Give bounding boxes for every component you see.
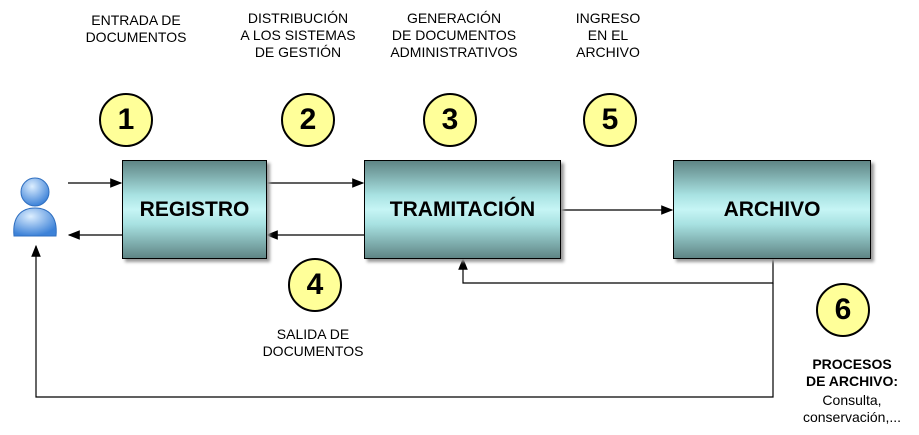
step-4-badge: 4 <box>288 258 342 312</box>
user-icon <box>13 177 57 237</box>
tramitacion-label: TRAMITACIÓN <box>389 197 536 221</box>
step-3-label: GENERACIÓN DE DOCUMENTOS ADMINISTRATIVOS <box>390 10 518 60</box>
step-5-badge: 5 <box>583 93 637 147</box>
step-2-label: DISTRIBUCIÓN A LOS SISTEMAS DE GESTIÓN <box>240 10 356 60</box>
archivo-label: ARCHIVO <box>723 197 821 221</box>
registro-label: REGISTRO <box>139 197 250 221</box>
step-6-label: PROCESOS DE ARCHIVO: <box>805 356 899 389</box>
step-5-label: INGRESO EN EL ARCHIVO <box>575 10 641 60</box>
archivo-box: ARCHIVO <box>673 160 871 259</box>
step-1-badge: 1 <box>99 93 153 147</box>
step-6-detail: Consulta, conservación,... <box>802 392 902 425</box>
step-2-badge: 2 <box>281 93 335 147</box>
step-6-badge: 6 <box>816 283 870 337</box>
step-3-badge: 3 <box>423 93 477 147</box>
step-1-label: ENTRADA DE DOCUMENTOS <box>85 12 187 45</box>
registro-box: REGISTRO <box>122 160 267 259</box>
tramitacion-box: TRAMITACIÓN <box>364 160 561 259</box>
step-4-label: SALIDA DE DOCUMENTOS <box>262 326 364 359</box>
